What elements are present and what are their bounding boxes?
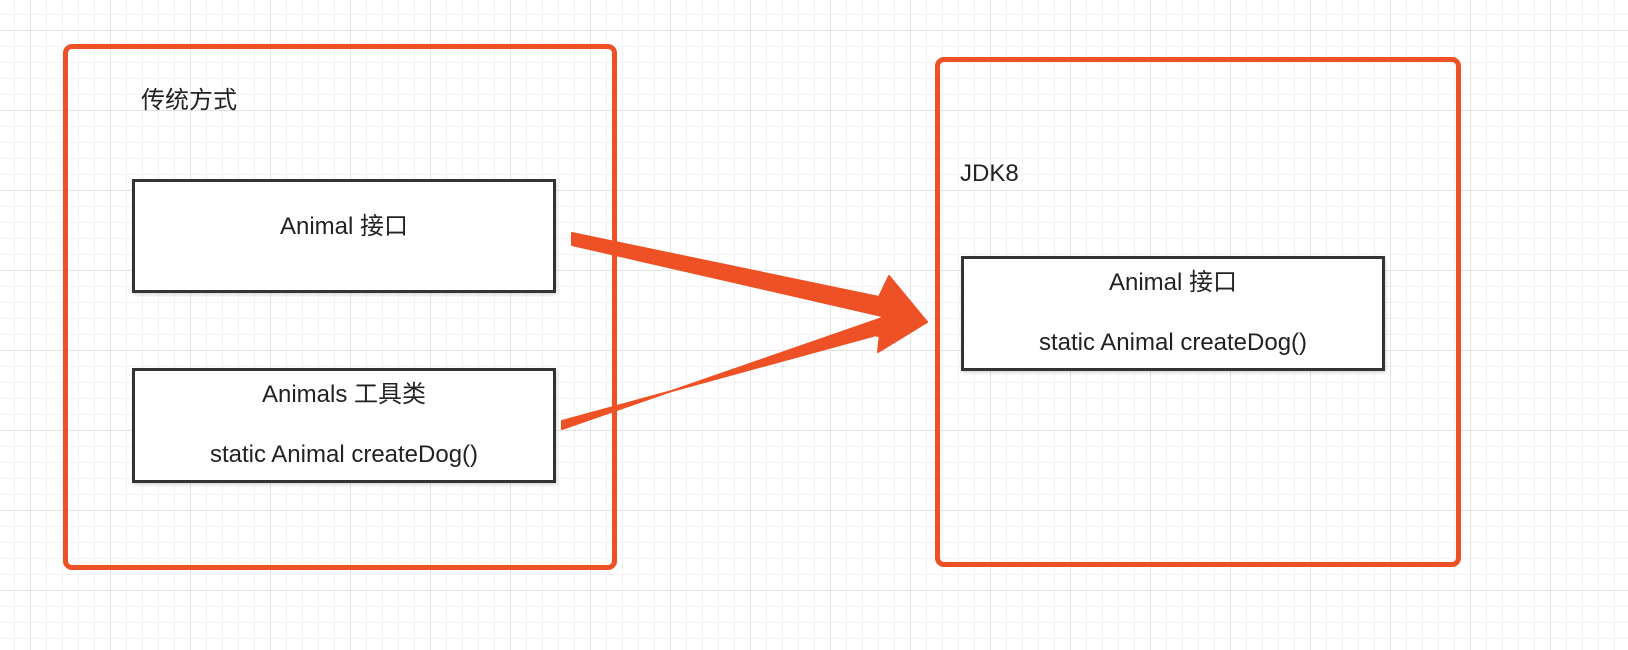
interface-kind: 接口 — [360, 212, 409, 240]
interface-kind-right: 接口 — [1189, 268, 1238, 296]
utility-method-signature: static Animal createDog() — [209, 441, 479, 468]
animal-interface-label-right: Animal 接口 — [964, 268, 1382, 297]
traditional-approach-group — [63, 44, 617, 570]
animal-interface-label: Animal 接口 — [135, 212, 553, 241]
utility-class-kind: 工具类 — [354, 380, 427, 408]
utility-class-name: Animals — [261, 381, 348, 408]
arrow-from-interface — [571, 232, 928, 337]
interface-name-right: Animal — [1108, 269, 1183, 296]
jdk8-approach-title: JDK8 — [960, 160, 1019, 187]
utility-class-label: Animals 工具类 — [135, 380, 553, 409]
jdk8-approach-group — [935, 57, 1461, 567]
interface-name: Animal — [279, 213, 354, 240]
animal-interface-box-right: Animal 接口 static Animal createDog() — [961, 256, 1385, 371]
animal-interface-box-left: Animal 接口 — [132, 179, 556, 293]
interface-method-signature: static Animal createDog() — [1038, 329, 1308, 356]
animals-utility-class-box: Animals 工具类 static Animal createDog() — [132, 368, 556, 483]
traditional-approach-title: 传统方式 — [141, 86, 237, 114]
